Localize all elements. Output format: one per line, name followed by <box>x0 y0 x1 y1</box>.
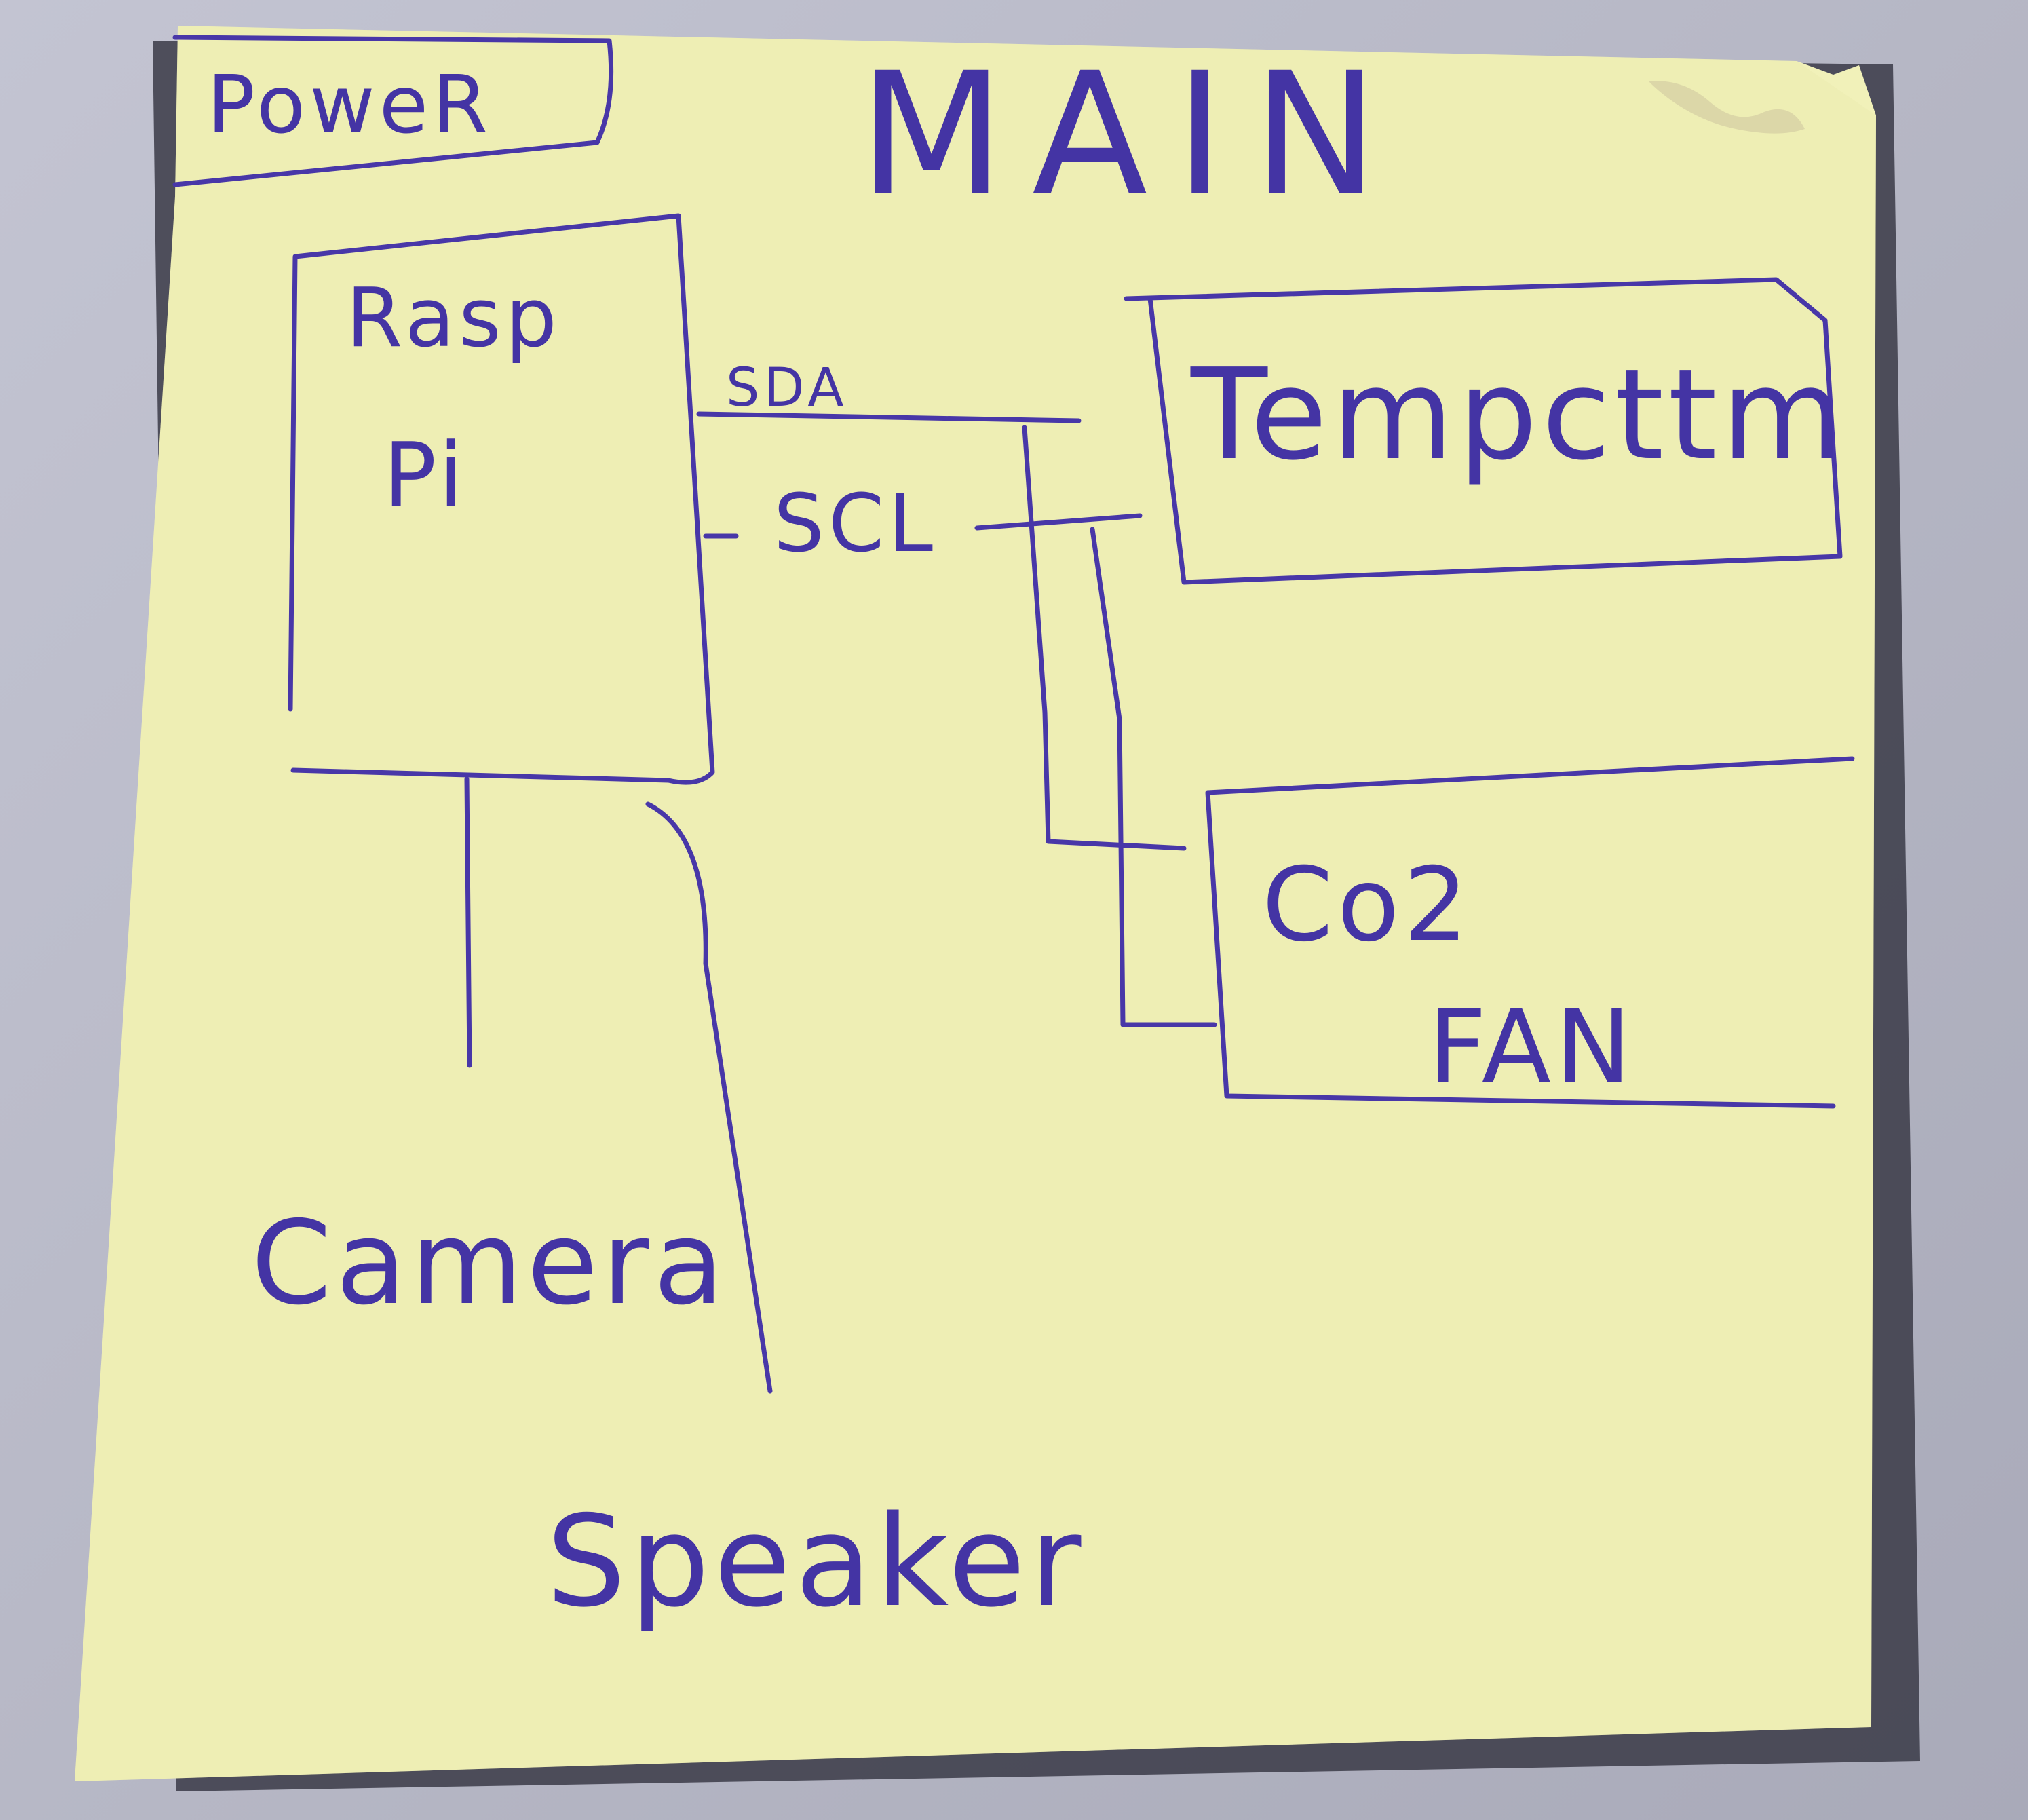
temperature-label: Tempcttm <box>1190 341 1848 488</box>
camera-label: Camera <box>251 1196 728 1331</box>
rpi-label-line1: Rasp <box>346 271 561 366</box>
co2-fan-box <box>1205 756 1855 1109</box>
camera-line <box>464 776 472 1068</box>
power-box <box>172 35 614 187</box>
rpi-label-line2: Pi <box>383 423 467 527</box>
scl-bus-branch <box>1090 527 1217 1027</box>
power-label: PoweR <box>207 58 492 151</box>
speaker-label: Speaker <box>546 1488 1085 1635</box>
diagram-title: MAIN <box>858 36 1406 233</box>
sda-label: SDA <box>726 358 848 419</box>
rpi-box <box>288 213 715 785</box>
sticky-note-paper <box>75 26 1876 1781</box>
sda-bus-branch <box>1022 425 1187 851</box>
co2-label: Co2 <box>1262 846 1472 964</box>
paper-shading <box>75 26 1876 1781</box>
temperature-box <box>1124 277 1843 585</box>
speaker-line <box>645 801 773 1394</box>
fan-label: FAN <box>1428 989 1635 1107</box>
sda-line <box>696 411 1082 423</box>
scl-line <box>974 513 1143 531</box>
scl-label: SCL <box>773 476 937 570</box>
torn-corner <box>1649 81 1805 134</box>
